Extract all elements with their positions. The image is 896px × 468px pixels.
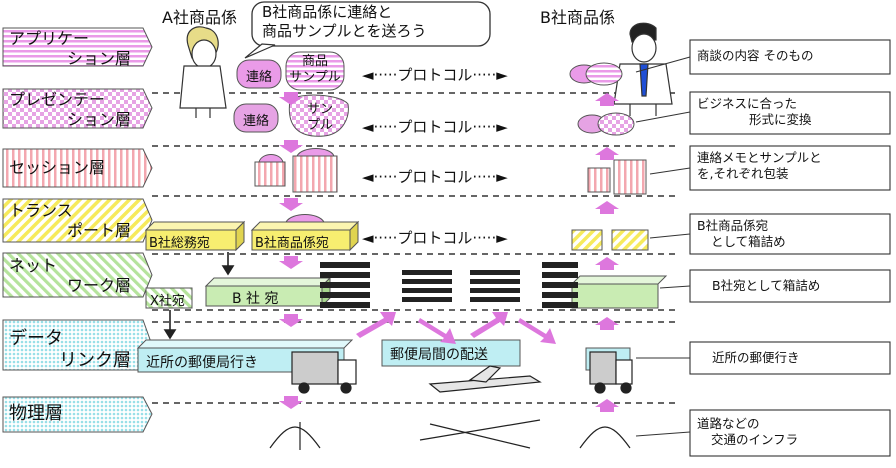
nearby-post-office-box: 近所の郵便局行き [146,355,258,371]
inter-post-office-box: 郵便局間の配送 [390,347,488,363]
contact-label-app: 連絡 [245,70,272,85]
note-application: 商談の内容 そのもの [697,48,814,63]
note-transport: B社商品係宛として箱詰め [697,218,786,249]
a-product-staff-label: A社商品係 [162,8,237,27]
presentation-items [233,94,635,137]
transport-boxes [144,214,649,252]
router-nodes [320,262,578,308]
vehicles [269,351,633,450]
layer-label-physical: 物理層 [9,403,63,424]
b-general-affairs-box: B社総務宛 [149,236,210,251]
sample-label-pres: サンプル [306,102,333,133]
sample-label-app: 商品サンプル [289,54,341,85]
session-items [254,148,647,195]
note-datalink: 近所の郵便行き [712,350,800,365]
note-physical: 道路などの交通のインフラ [697,416,799,447]
b-company-box: B 社 宛 [232,291,279,307]
speech-text-line1: B社商品係に連絡と [262,3,393,21]
person-b-figure [613,22,673,116]
note-presentation: ビジネスに合った形式に変換 [697,96,812,127]
speech-bubble [244,1,491,59]
protocol-application: ◄·····プロトコル·····► [362,66,508,84]
session-layer-shape [2,148,153,188]
note-boxes [635,39,891,457]
application-items [236,51,623,91]
layer-shapes [2,27,153,433]
layer-label-presentation: プレゼンテーション層 [9,90,131,129]
physical-layer-shape [2,396,153,433]
layer-label-transport: トランスポート層 [9,201,131,240]
layer-label-datalink: データリンク層 [9,328,131,371]
x-company-box: X社宛 [150,294,185,309]
layer-label-session: セッション層 [9,158,106,177]
speech-text-line2: 商品サンプルとを送ろう [262,22,427,40]
layer-label-application: アプリケーション層 [9,29,131,68]
b-product-staff-box: B社商品係宛 [255,236,329,251]
note-session: 連絡メモとサンプルとを,それぞれ包装 [697,150,822,181]
protocol-presentation: ◄·····プロトコル·····► [362,118,508,136]
protocol-session: ◄·····プロトコル·····► [362,168,508,186]
down-arrows [279,92,619,412]
presentation-layer-shape [2,88,153,129]
layer-label-network: ネットワーク層 [9,256,131,295]
network-layer-shape [2,252,153,298]
layer-separators [152,92,680,404]
contact-label-pres: 連絡 [242,114,269,129]
note-network: B社宛として箱詰め [712,278,821,293]
small-arrows [163,252,235,340]
application-layer-shape [2,27,153,67]
person-a-figure [179,26,227,118]
protocol-transport: ◄·····プロトコル·····► [362,229,508,247]
b-product-staff-label: B社商品係 [540,8,615,27]
